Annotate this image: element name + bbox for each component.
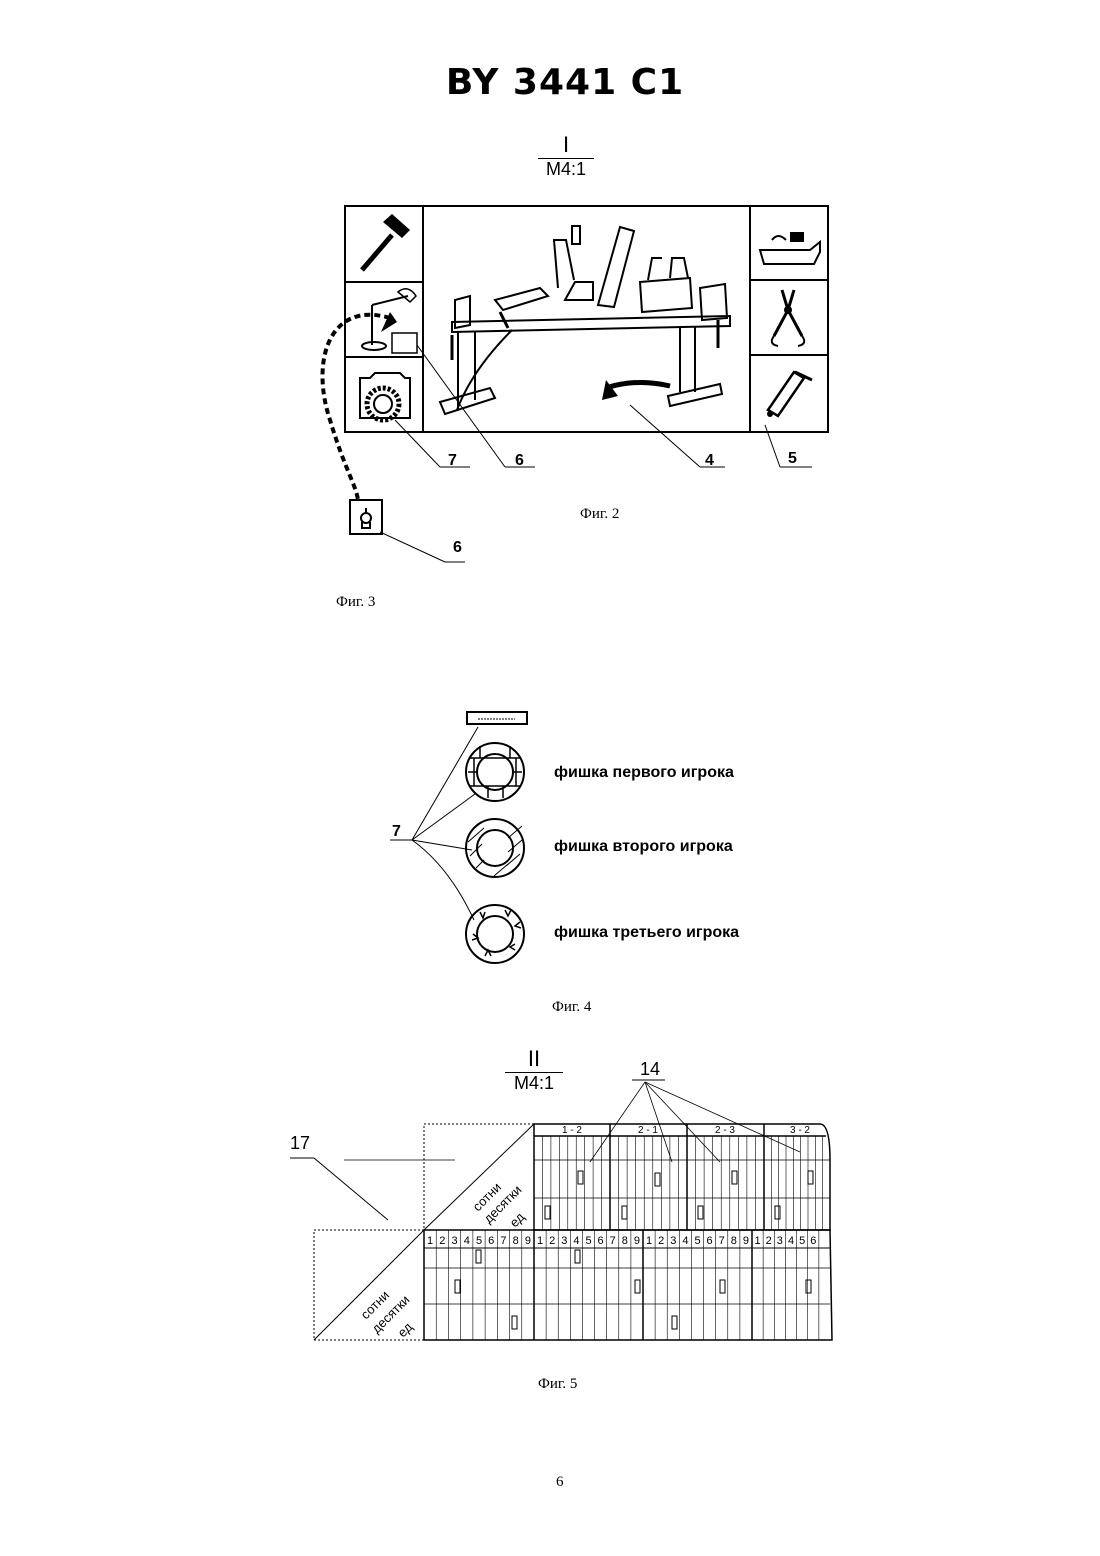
digit-label: 7 [719,1235,725,1247]
digit-label: 3 [451,1235,457,1247]
pair-header-2-3: 2 - 3 [715,1125,735,1136]
digit-label: 5 [585,1235,591,1247]
pair-header-1-2: 1 - 2 [562,1125,582,1136]
fig5-callout-14: 14 [640,1059,660,1080]
lower-row-label-units: ед [395,1319,416,1340]
digit-label: 6 [488,1235,494,1247]
digit-label: 2 [658,1235,664,1247]
digit-label: 4 [788,1235,794,1247]
page-number: 6 [556,1474,564,1491]
digit-label: 8 [622,1235,628,1247]
digit-label: 4 [573,1235,579,1247]
digit-label: 1 [537,1235,543,1247]
fig5-caption: Фиг. 5 [538,1376,577,1393]
digit-label: 1 [755,1235,761,1247]
digit-label: 8 [731,1235,737,1247]
digit-label: 3 [777,1235,783,1247]
digit-label: 6 [810,1235,816,1247]
fig5-callout-17: 17 [290,1133,310,1154]
digit-label: 5 [799,1235,805,1247]
digit-label: 1 [427,1235,433,1247]
pair-header-3-2: 3 - 2 [790,1125,810,1136]
digit-label: 6 [598,1235,604,1247]
digit-label: 3 [561,1235,567,1247]
digit-label: 5 [694,1235,700,1247]
digit-label: 2 [766,1235,772,1247]
digit-label: 4 [682,1235,688,1247]
digit-label: 7 [610,1235,616,1247]
digit-label: 6 [707,1235,713,1247]
pair-header-2-1: 2 - 1 [638,1125,658,1136]
fig5-upper-columns [542,1136,822,1230]
digit-label: 9 [743,1235,749,1247]
digit-label: 1 [646,1235,652,1247]
digit-label: 8 [513,1235,519,1247]
digit-label: 2 [439,1235,445,1247]
digit-label: 2 [549,1235,555,1247]
fig5-digit-row: 123456789123456789123456789123456 [427,1235,816,1247]
fig5-callout-14-leaders [590,1080,800,1162]
digit-label: 7 [500,1235,506,1247]
digit-label: 5 [476,1235,482,1247]
digit-label: 9 [525,1235,531,1247]
digit-label: 4 [464,1235,470,1247]
digit-label: 9 [634,1235,640,1247]
upper-row-label-units: ед [507,1209,528,1230]
digit-label: 3 [670,1235,676,1247]
